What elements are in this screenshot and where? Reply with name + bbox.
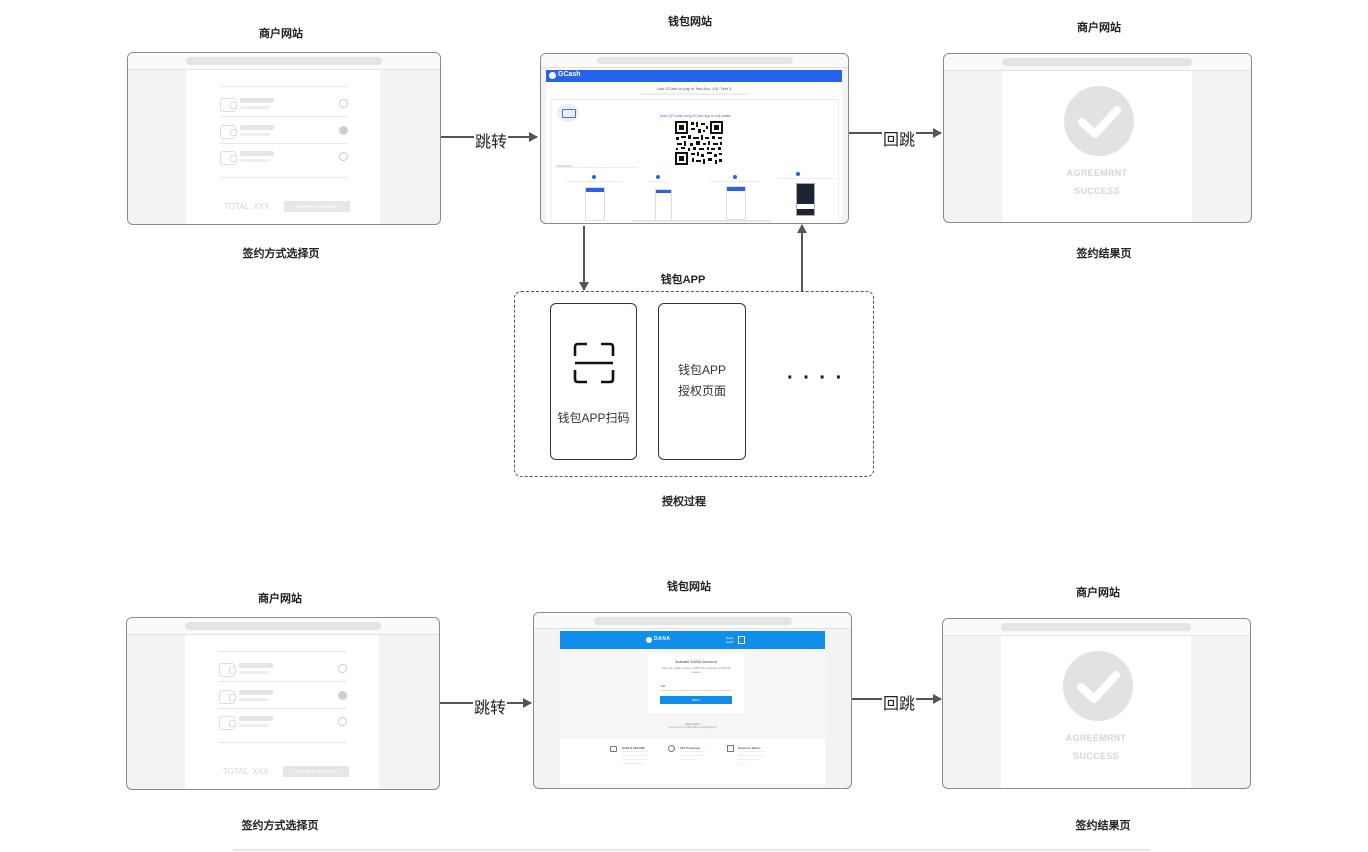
wallet-site-label: 钱包网站 <box>668 16 712 28</box>
protection-icon <box>668 745 675 752</box>
gcash-card: Scan QR code using GCash app to link wal… <box>551 99 839 223</box>
result-page-label: 签约结果页 <box>1076 248 1132 260</box>
dana-logo-icon <box>646 637 652 643</box>
payment-method-option[interactable] <box>219 661 347 683</box>
wallet-icon <box>220 125 237 139</box>
dana-help-title: Need Help? <box>685 722 700 726</box>
safe-icon <box>610 746 617 752</box>
payment-method-option[interactable] <box>220 96 348 118</box>
merchant-result-window: AGREEMRNT SUCCESS <box>943 53 1252 223</box>
dana-description: Use your mobile number to DANA ID to act… <box>661 667 731 674</box>
phone-authorize: 钱包APP 授权页面 <box>658 303 746 460</box>
gcash-header: GCash <box>546 70 842 82</box>
scan-instruction: Scan QR code using GCash app to link wal… <box>659 114 731 118</box>
dana-wallet-window: DANA Need Help? Activate DANA Account Us… <box>533 612 852 789</box>
wallet-app-group <box>514 291 874 477</box>
success-check-icon <box>1064 86 1134 156</box>
merchant-selection-window: TOTAL: XXX CONFIRM PAYMENT <box>126 617 440 790</box>
dana-help-link[interactable]: Need Help? <box>726 636 734 644</box>
merchant-site-label: 商户网站 <box>259 28 303 40</box>
return-label: 回跳 <box>882 690 917 714</box>
wallet-icon <box>219 690 236 704</box>
phone-scan-label: 钱包APP扫码 <box>557 411 630 425</box>
feature-safe: SAFE & SECURE <box>622 746 645 750</box>
gcash-wallet-window: GCash Link GCash to pay in Test Acc. XXL… <box>540 53 849 224</box>
dana-brand: DANA <box>654 636 671 642</box>
wallet-icon <box>220 98 237 112</box>
total-text: TOTAL: XXX <box>223 767 269 776</box>
merchant-result-window: AGREEMRNT SUCCESS <box>942 618 1251 789</box>
gift-icon <box>727 745 734 752</box>
gcash-logo-icon <box>549 72 556 79</box>
payment-method-option[interactable] <box>220 149 348 171</box>
result-page-label: 签约结果页 <box>1075 820 1131 832</box>
dana-features: SAFE & SECURE 24/7 Protection Generous B… <box>560 739 825 784</box>
gcash-brand: GCash <box>558 71 581 78</box>
scan-icon <box>573 342 615 384</box>
authorization-caption: 授权过程 <box>662 496 706 508</box>
more-steps-ellipsis: · · · · <box>787 367 845 389</box>
feature-bonus: Generous Bonus <box>738 746 761 750</box>
agreement-text: AGREEMRNT <box>1065 733 1127 743</box>
confirm-payment-button[interactable]: CONFIRM PAYMENT <box>284 201 350 212</box>
phone-number-input[interactable]: +62 <box>660 683 732 691</box>
wallet-app-title: 钱包APP <box>660 274 706 286</box>
jump-label: 跳转 <box>473 694 508 718</box>
merchant-site-label: 商户网站 <box>1077 22 1121 34</box>
return-label: 回跳 <box>882 126 917 150</box>
selection-page-label: 签约方式选择页 <box>241 820 319 832</box>
confirm-payment-button[interactable]: CONFIRM PAYMENT <box>283 766 349 777</box>
payment-method-option[interactable] <box>219 688 347 710</box>
payment-method-option[interactable] <box>220 123 348 145</box>
gcash-heading: Link GCash to pay in Test Acc. XXL Test … <box>656 86 732 91</box>
merchant-site-label: 商户网站 <box>1076 587 1120 599</box>
wallet-icon <box>220 151 237 165</box>
agreement-text: AGREEMRNT <box>1066 168 1128 178</box>
link-device-icon <box>557 104 579 122</box>
success-check-icon <box>1063 651 1133 721</box>
selection-page-label: 签约方式选择页 <box>242 248 320 260</box>
country-code: +62 <box>660 684 666 688</box>
payment-method-option[interactable] <box>219 714 347 736</box>
wallet-icon <box>219 663 236 677</box>
dana-title: Activate DANA Account <box>675 659 717 664</box>
qr-code[interactable] <box>674 120 724 166</box>
dana-header: DANA Need Help? <box>560 631 825 649</box>
phone-auth-line2: 授权页面 <box>677 384 726 398</box>
merchant-site-label: 商户网站 <box>258 593 302 605</box>
total-text: TOTAL: XXX <box>224 202 270 211</box>
dana-activate-card: Activate DANA Account Use your mobile nu… <box>648 653 744 713</box>
wallet-site-label: 钱包网站 <box>667 581 711 593</box>
jump-label: 跳转 <box>474 128 509 152</box>
phone-auth-line1: 钱包APP <box>677 363 726 377</box>
dana-contact: Contact us at 1-500-445 or help@dana.id <box>668 726 717 729</box>
merchant-selection-window: TOTAL: XXX CONFIRM PAYMENT <box>127 52 441 225</box>
next-button[interactable]: NEXT <box>660 696 732 704</box>
phone-scan: 钱包APP扫码 <box>550 303 637 460</box>
feature-protection: 24/7 Protection <box>680 746 701 750</box>
success-text: SUCCESS <box>1073 751 1119 761</box>
wallet-icon <box>219 716 236 730</box>
success-text: SUCCESS <box>1074 186 1120 196</box>
chat-icon <box>738 636 745 644</box>
